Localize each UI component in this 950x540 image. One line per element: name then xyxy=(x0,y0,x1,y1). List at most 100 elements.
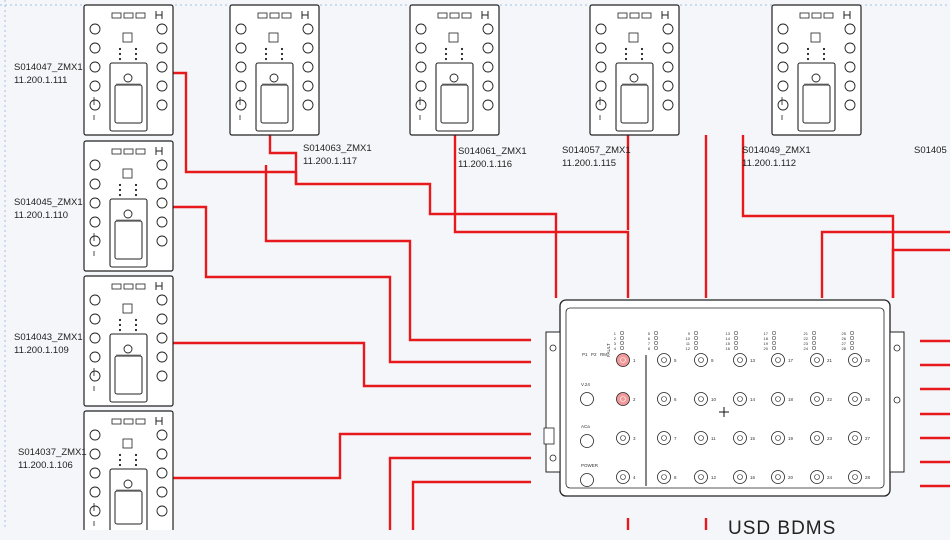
terminal-circle xyxy=(777,61,789,73)
io-module[interactable] xyxy=(589,4,680,136)
led-number: 22 xyxy=(804,336,809,341)
terminal-circle xyxy=(89,99,101,111)
switch-port[interactable] xyxy=(657,353,671,367)
indicator-dot xyxy=(280,47,284,51)
port-group-label: ACa xyxy=(581,424,590,429)
switch-port[interactable] xyxy=(848,353,862,367)
mount-hole xyxy=(893,396,901,404)
terminal-circle xyxy=(89,61,101,73)
indicator-dot xyxy=(118,47,122,51)
terminal-circle xyxy=(156,429,168,441)
port-group-label: POWER xyxy=(581,463,599,468)
port-pin-icon xyxy=(814,435,820,441)
chip-icon xyxy=(628,32,639,43)
led-number: 25 xyxy=(842,331,847,336)
led-number: 24 xyxy=(804,346,809,351)
switch-port[interactable] xyxy=(694,353,708,367)
switch-port[interactable] xyxy=(733,392,747,406)
status-label: P2 xyxy=(591,352,597,357)
io-module[interactable] xyxy=(771,4,862,136)
switch-port[interactable] xyxy=(848,431,862,445)
terminal-circle xyxy=(235,23,247,35)
switch-port[interactable] xyxy=(810,353,824,367)
status-led xyxy=(849,330,855,336)
terminal-circle xyxy=(595,23,607,35)
status-led xyxy=(619,340,625,346)
chip-icon xyxy=(122,303,133,314)
switch-port[interactable] xyxy=(733,353,747,367)
device-ip: 11.200.1.110 xyxy=(14,210,69,221)
switch-port[interactable] xyxy=(694,470,708,484)
port-number: 17 xyxy=(788,358,794,363)
led-number: 19 xyxy=(764,341,769,346)
status-led xyxy=(619,345,625,351)
indicator-dot xyxy=(118,57,122,61)
indicator-dot xyxy=(118,323,122,327)
terminal-circle xyxy=(595,99,607,111)
switch-port[interactable] xyxy=(733,470,747,484)
port-number: 23 xyxy=(827,436,833,441)
port-number: 26 xyxy=(865,397,871,402)
port-pin-icon xyxy=(698,474,704,480)
brand-logo-icon xyxy=(811,73,821,83)
switch-port[interactable] xyxy=(616,353,630,367)
terminal-circle xyxy=(156,351,168,363)
status-led xyxy=(849,335,855,341)
ground-icon xyxy=(843,11,851,19)
switch-port[interactable] xyxy=(848,392,862,406)
switch-port[interactable] xyxy=(694,392,708,406)
switch-port[interactable] xyxy=(771,470,785,484)
status-label: RM xyxy=(600,352,607,357)
module-tab xyxy=(461,12,472,19)
aux-port[interactable] xyxy=(580,473,594,487)
switch-port[interactable] xyxy=(848,470,862,484)
switch-port[interactable] xyxy=(810,431,824,445)
port-pin-icon xyxy=(698,357,704,363)
chip-icon xyxy=(810,32,821,43)
port-pin-icon xyxy=(661,357,667,363)
switch-port[interactable] xyxy=(810,392,824,406)
switch-port[interactable] xyxy=(771,392,785,406)
io-module[interactable] xyxy=(83,410,174,530)
module-tab xyxy=(111,418,122,425)
io-module[interactable] xyxy=(229,4,320,136)
terminal-circle xyxy=(482,42,494,54)
switch-port[interactable] xyxy=(616,392,630,406)
io-module[interactable] xyxy=(83,4,174,136)
port-number: 4 xyxy=(633,475,636,480)
switch-port[interactable] xyxy=(771,353,785,367)
module-tab xyxy=(135,12,146,19)
indicator-dot xyxy=(118,318,122,322)
io-module[interactable] xyxy=(83,140,174,272)
io-module[interactable] xyxy=(409,4,500,136)
status-led xyxy=(771,335,777,341)
io-module[interactable] xyxy=(83,275,174,407)
terminal-circle xyxy=(156,467,168,479)
indicator-dot xyxy=(264,57,268,61)
port-pin-icon xyxy=(698,396,704,402)
link-line xyxy=(891,248,950,298)
aux-port[interactable] xyxy=(580,392,594,406)
port-pin-icon xyxy=(775,357,781,363)
port-number: 7 xyxy=(674,436,677,441)
switch-port[interactable] xyxy=(810,470,824,484)
switch-port[interactable] xyxy=(733,431,747,445)
module-tab xyxy=(811,12,822,19)
main-switch[interactable]: 1234567891011121314151617181920212223242… xyxy=(543,299,905,497)
switch-port[interactable] xyxy=(657,470,671,484)
switch-port[interactable] xyxy=(616,470,630,484)
switch-port[interactable] xyxy=(657,431,671,445)
switch-port[interactable] xyxy=(771,431,785,445)
chip-icon xyxy=(122,32,133,43)
terminal-circle xyxy=(415,42,427,54)
indicator-dot xyxy=(624,52,628,56)
aux-port[interactable] xyxy=(580,434,594,448)
indicator-dot xyxy=(134,183,138,187)
switch-port[interactable] xyxy=(657,392,671,406)
terminal-circle xyxy=(156,159,168,171)
switch-port[interactable] xyxy=(616,431,630,445)
led-number: 7 xyxy=(648,341,651,346)
switch-port[interactable] xyxy=(694,431,708,445)
